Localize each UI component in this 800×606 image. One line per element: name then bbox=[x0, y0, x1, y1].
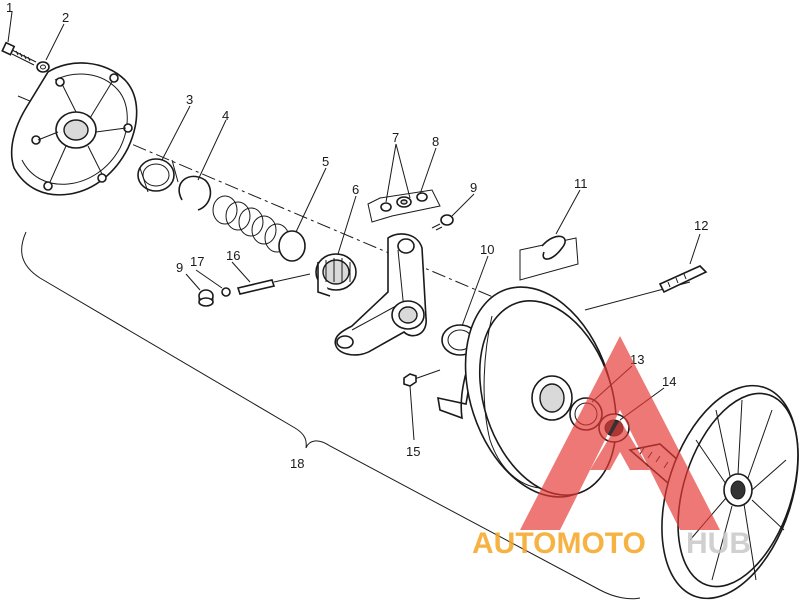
callout-16: 16 bbox=[226, 248, 240, 263]
callout-15: 15 bbox=[406, 444, 420, 459]
watermark-inner-mark-icon bbox=[590, 420, 650, 470]
watermark-text-hub: HUB bbox=[686, 527, 751, 560]
part-11-clip bbox=[519, 235, 579, 281]
watermark-text-auto: AUTOMOTO bbox=[472, 527, 646, 560]
callout-1: 1 bbox=[6, 0, 13, 15]
callout-6: 6 bbox=[352, 182, 359, 197]
part-17-washer bbox=[221, 287, 231, 297]
leader-lines bbox=[7, 11, 701, 441]
callout-18: 18 bbox=[290, 456, 304, 471]
part-3-bushing bbox=[137, 158, 179, 193]
fixed-sheave bbox=[628, 384, 799, 600]
part-6-roller-cage bbox=[315, 253, 357, 297]
callout-9-lower: 9 bbox=[176, 260, 183, 275]
part-9-cap-upper bbox=[431, 214, 454, 231]
part-16-pin bbox=[236, 273, 311, 295]
callout-7: 7 bbox=[392, 130, 399, 145]
callout-5: 5 bbox=[322, 154, 329, 169]
part-12-pin bbox=[658, 265, 708, 294]
callout-9-upper: 9 bbox=[470, 180, 477, 195]
assembly-bracket bbox=[21, 231, 641, 600]
callout-labels: 1 2 3 4 5 6 7 8 9 9 10 11 12 13 14 15 16… bbox=[6, 0, 708, 471]
part-4-snap-ring bbox=[178, 175, 212, 211]
part-7-8-washer-set bbox=[367, 189, 441, 223]
callout-8: 8 bbox=[432, 134, 439, 149]
part-5-spring bbox=[212, 195, 306, 262]
watermark-logo: AUTOMOTO HUB bbox=[472, 336, 751, 560]
part-1-bolt bbox=[1, 41, 37, 66]
callout-2: 2 bbox=[62, 10, 69, 25]
callout-12: 12 bbox=[694, 218, 708, 233]
spider-arm bbox=[334, 233, 427, 356]
part-9-cap-lower bbox=[198, 289, 214, 307]
callout-17: 17 bbox=[190, 254, 204, 269]
callout-11: 11 bbox=[574, 176, 588, 191]
part-2-nut bbox=[36, 61, 50, 73]
cover-plate bbox=[10, 62, 138, 196]
callout-3: 3 bbox=[186, 92, 193, 107]
callout-4: 4 bbox=[222, 108, 229, 123]
callout-14: 14 bbox=[662, 374, 676, 389]
watermark-triangle-icon bbox=[520, 336, 720, 530]
callout-10: 10 bbox=[480, 242, 494, 257]
part-15-nut bbox=[403, 373, 417, 387]
